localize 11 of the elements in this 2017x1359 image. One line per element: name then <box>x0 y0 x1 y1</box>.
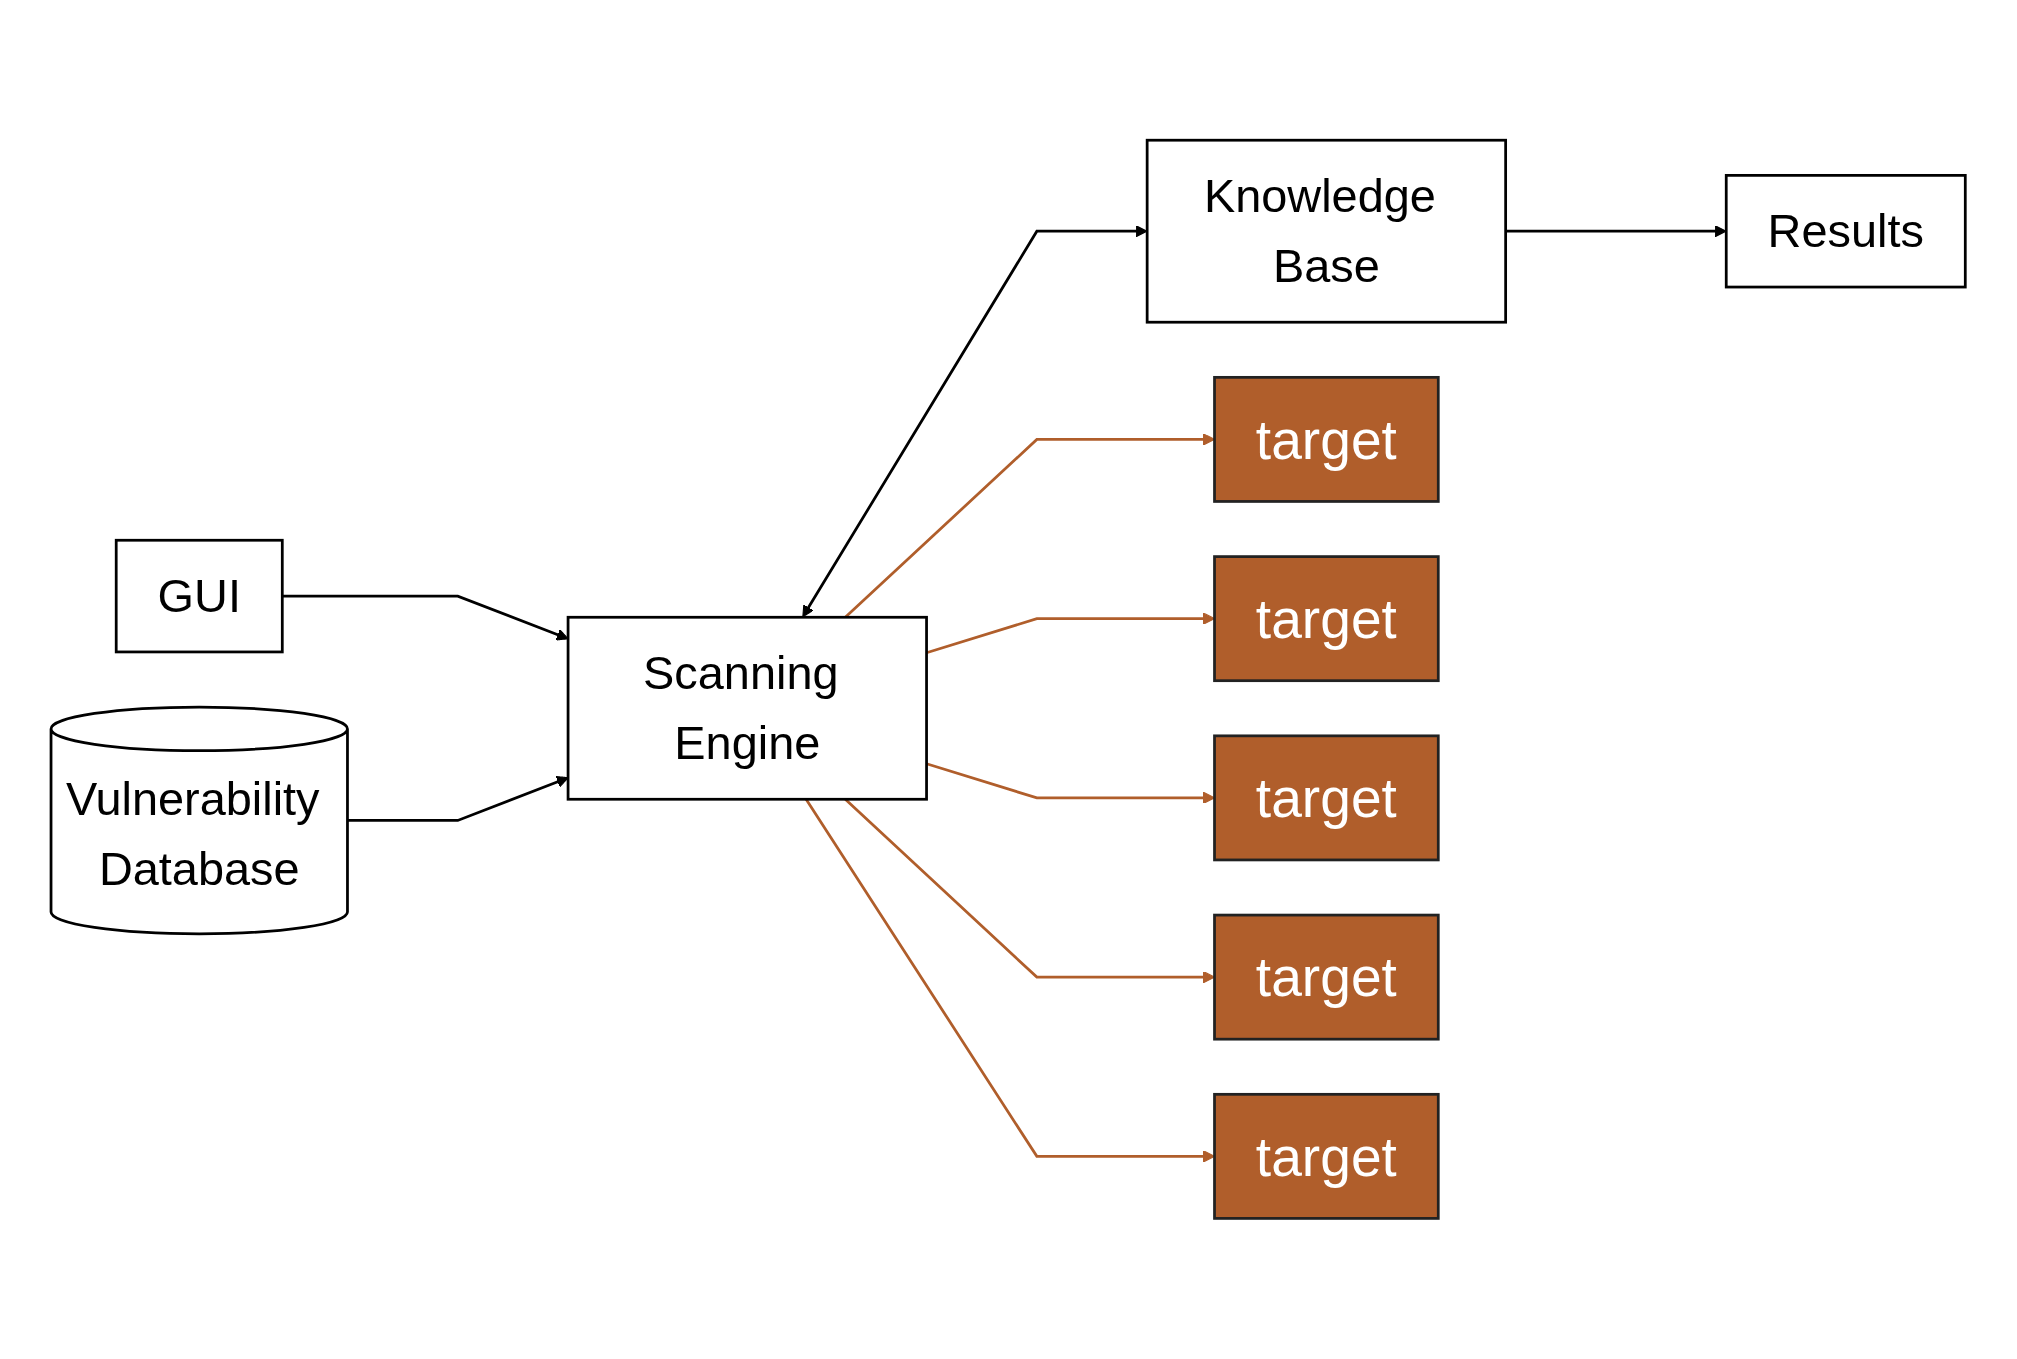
node-box: target <box>1213 734 1440 862</box>
node-box: Knowledge Base <box>1146 139 1508 324</box>
node-box: Scanning Engine <box>567 616 929 801</box>
node-box: target <box>1213 555 1440 683</box>
node-box: GUI <box>115 539 284 654</box>
node-box: target <box>1213 913 1440 1041</box>
node-box: Results <box>1725 174 1967 289</box>
arrow <box>347 776 569 822</box>
arrow <box>282 594 569 641</box>
node-box: target <box>1213 1093 1440 1220</box>
node-box: target <box>1213 376 1440 503</box>
